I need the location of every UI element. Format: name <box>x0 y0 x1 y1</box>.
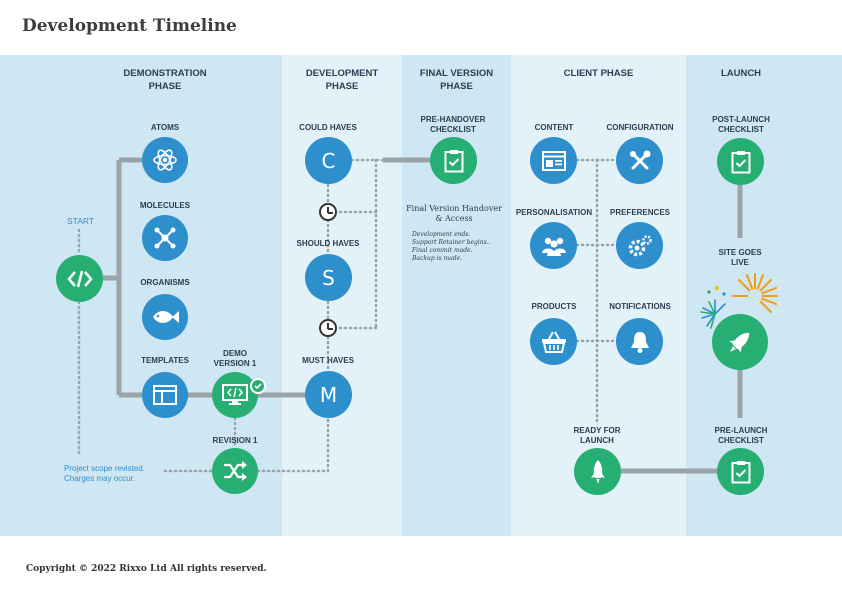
phase-title-development: DEVELOPMENT PHASE <box>305 68 379 92</box>
could-haves-node: C <box>305 137 352 184</box>
rocket-icon <box>590 459 605 484</box>
scope-note: Project scope revisted. Charges may occu… <box>64 464 145 483</box>
shopping-basket-icon <box>541 331 566 353</box>
revision-label: REVISION 1 <box>212 436 258 445</box>
notifications-label: NOTIFICATIONS <box>609 302 671 311</box>
atom-icon <box>153 149 177 171</box>
should-haves-node: S <box>305 254 352 301</box>
clipboard-check-icon <box>731 150 750 173</box>
could-haves-letter: C <box>321 148 336 173</box>
phase-title-final-version: FINAL VERSION PHASE <box>419 68 494 92</box>
ready-for-launch-label: READY FOR LAUNCH <box>573 426 621 445</box>
templates-node <box>142 372 188 418</box>
clipboard-check-icon <box>731 460 750 483</box>
page-title: Development Timeline <box>22 16 237 36</box>
clock-icon <box>319 203 337 221</box>
bell-icon <box>630 331 649 353</box>
should-haves-letter: S <box>322 265 335 290</box>
content-node <box>530 137 577 184</box>
must-haves-node: M <box>305 371 352 418</box>
products-node <box>530 318 577 365</box>
handover-text: Final Version Handover & Access <box>406 204 502 223</box>
site-goes-live-node <box>712 314 768 370</box>
pre-launch-node <box>717 448 764 495</box>
users-group-icon <box>541 237 566 256</box>
post-launch-node <box>717 138 764 185</box>
must-haves-label: MUST HAVES <box>302 356 354 365</box>
organisms-label: ORGANISMS <box>140 278 190 287</box>
pre-handover-label: PRE-HANDOVER CHECKLIST <box>420 115 486 134</box>
molecules-label: MOLECULES <box>139 201 191 210</box>
configuration-label: CONFIGURATION <box>606 123 674 132</box>
pre-handover-node <box>430 137 477 184</box>
rocket-launch-icon <box>729 332 750 353</box>
site-goes-live-label: SITE GOES LIVE <box>718 248 762 267</box>
phase-title-launch: LAUNCH <box>720 68 762 79</box>
revision-node <box>212 448 258 494</box>
tools-icon <box>629 150 650 169</box>
preferences-node <box>616 222 663 269</box>
fireworks-icon <box>700 273 778 329</box>
atoms-label: ATOMS <box>150 123 180 132</box>
demo-version-node <box>212 372 258 418</box>
phase-title-client: CLIENT PHASE <box>563 68 634 79</box>
pre-launch-label: PRE-LAUNCH CHECKLIST <box>714 426 768 445</box>
post-launch-label: POST-LAUNCH CHECKLIST <box>712 115 770 134</box>
template-layout-icon <box>153 385 177 405</box>
must-haves-letter: M <box>319 382 338 407</box>
phase-title-demonstration: DEMONSTRATION PHASE <box>123 68 207 92</box>
browser-window-icon <box>541 150 566 171</box>
should-haves-label: SHOULD HAVES <box>296 239 360 248</box>
notifications-node <box>616 318 663 365</box>
gears-icon <box>628 234 652 256</box>
products-label: PRODUCTS <box>531 302 577 311</box>
start-label: START <box>67 216 95 226</box>
content-label: CONTENT <box>534 123 574 132</box>
start-node <box>56 255 103 302</box>
organisms-node <box>142 294 188 340</box>
ready-for-launch-node <box>574 448 621 495</box>
final-version-phase-band <box>402 55 511 536</box>
clock-icon <box>319 319 337 337</box>
atoms-node <box>142 137 188 183</box>
demo-version-label: DEMO VERSION 1 <box>213 349 257 368</box>
templates-label: TEMPLATES <box>141 356 189 365</box>
molecule-icon <box>154 227 176 249</box>
checkmark-badge-icon <box>250 378 266 394</box>
code-icon <box>66 270 93 287</box>
copyright-text: Copyright © 2022 Rixxo Ltd All rights re… <box>26 564 267 574</box>
monitor-code-icon <box>222 384 248 405</box>
could-haves-label: COULD HAVES <box>299 123 357 132</box>
shuffle-icon <box>224 461 247 481</box>
personalisation-label: PERSONALISATION <box>515 208 593 217</box>
fish-icon <box>153 311 179 323</box>
personalisation-node <box>530 222 577 269</box>
clipboard-check-icon <box>444 149 463 172</box>
preferences-label: PREFERENCES <box>609 208 670 217</box>
development-end-notes: Development ends. Support Retainer begin… <box>412 231 491 262</box>
molecules-node <box>142 215 188 261</box>
configuration-node <box>616 137 663 184</box>
